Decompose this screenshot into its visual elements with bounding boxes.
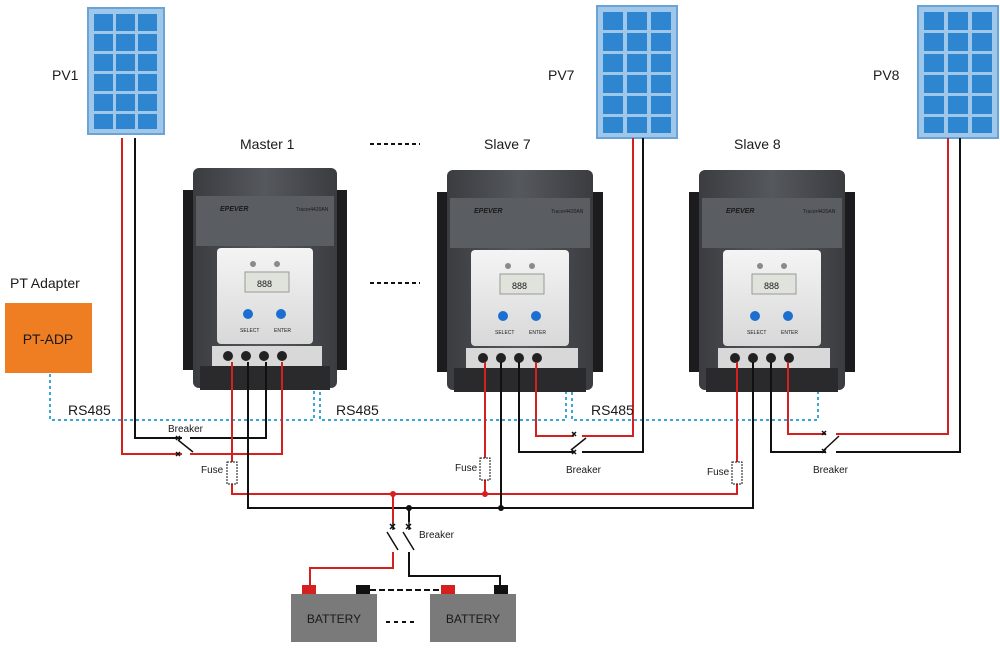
pt-adapter: PT-ADP (5, 303, 92, 373)
fuse-slave-7-label: Fuse (455, 463, 478, 474)
battery-1-label: BATTERY (307, 612, 361, 626)
enter-button[interactable] (783, 311, 793, 321)
select-button[interactable] (750, 311, 760, 321)
breaker-master-label: Breaker (168, 424, 204, 435)
pv8-label: PV8 (873, 67, 900, 83)
enter-label: ENTER (274, 328, 291, 334)
breaker-slave-7 (570, 431, 587, 455)
select-button[interactable] (498, 311, 508, 321)
breaker-slave-8 (821, 430, 840, 454)
master-1-label: Master 1 (240, 136, 295, 152)
pv8-wiring (770, 138, 961, 453)
solar-panel-pv7 (596, 5, 678, 139)
brand-logo: EPEVER (220, 206, 248, 213)
lcd-display: 888 (512, 281, 527, 291)
fuse-slave-8 (731, 461, 743, 485)
battery-2: BATTERY (430, 585, 516, 642)
battery-1: BATTERY (291, 585, 377, 642)
rs485-label-a: RS485 (68, 402, 111, 418)
enter-button[interactable] (276, 309, 286, 319)
breaker-master (175, 435, 194, 457)
model-label: Tracer4420AN (803, 209, 836, 215)
battery-bus (231, 362, 754, 588)
lcd-display: 888 (764, 281, 779, 291)
fuse-slave-7 (479, 457, 491, 481)
pt-adp-label: PT-ADP (23, 331, 74, 347)
rs485-label-b: RS485 (336, 402, 379, 418)
select-label: SELECT (747, 330, 766, 336)
enter-button[interactable] (531, 311, 541, 321)
breaker-battery (386, 522, 415, 551)
breaker-slave-8-label: Breaker (813, 465, 849, 476)
controller-slave-7: EPEVER Tracer4420AN 888 SELECT ENTER (437, 170, 603, 392)
select-label: SELECT (495, 330, 514, 336)
select-button[interactable] (243, 309, 253, 319)
controller-master-1: EPEVER Tracer4420AN 888 SELECT ENTER (183, 168, 347, 390)
battery-link (370, 589, 441, 623)
fuse-slave-8-label: Fuse (707, 467, 730, 478)
pv7-label: PV7 (548, 67, 575, 83)
fuse-master (226, 461, 238, 485)
pv1-label: PV1 (52, 67, 79, 83)
lcd-display: 888 (257, 279, 272, 289)
solar-panel-pv1 (87, 7, 165, 135)
brand-logo: EPEVER (726, 208, 754, 215)
rs485-label-c: RS485 (591, 402, 634, 418)
pv7-wiring (518, 138, 644, 453)
rs485-lines (49, 374, 819, 421)
select-label: SELECT (240, 328, 259, 334)
solar-panel-pv8 (917, 5, 999, 139)
bus-junctions (390, 491, 504, 511)
enter-label: ENTER (781, 330, 798, 336)
ellipsis-separators (370, 143, 420, 284)
model-label: Tracer4420AN (296, 207, 329, 213)
pv1-wiring (121, 138, 283, 455)
fuse-master-label: Fuse (201, 465, 224, 476)
pt-adapter-label: PT Adapter (10, 275, 80, 291)
breaker-slave-7-label: Breaker (566, 465, 602, 476)
brand-logo: EPEVER (474, 208, 502, 215)
enter-label: ENTER (529, 330, 546, 336)
slave-8-label: Slave 8 (734, 136, 781, 152)
slave-7-label: Slave 7 (484, 136, 531, 152)
battery-2-label: BATTERY (446, 612, 500, 626)
controller-slave-8: EPEVER Tracer4420AN 888 SELECT ENTER (689, 170, 855, 392)
model-label: Tracer4420AN (551, 209, 584, 215)
breaker-battery-label: Breaker (419, 530, 455, 541)
